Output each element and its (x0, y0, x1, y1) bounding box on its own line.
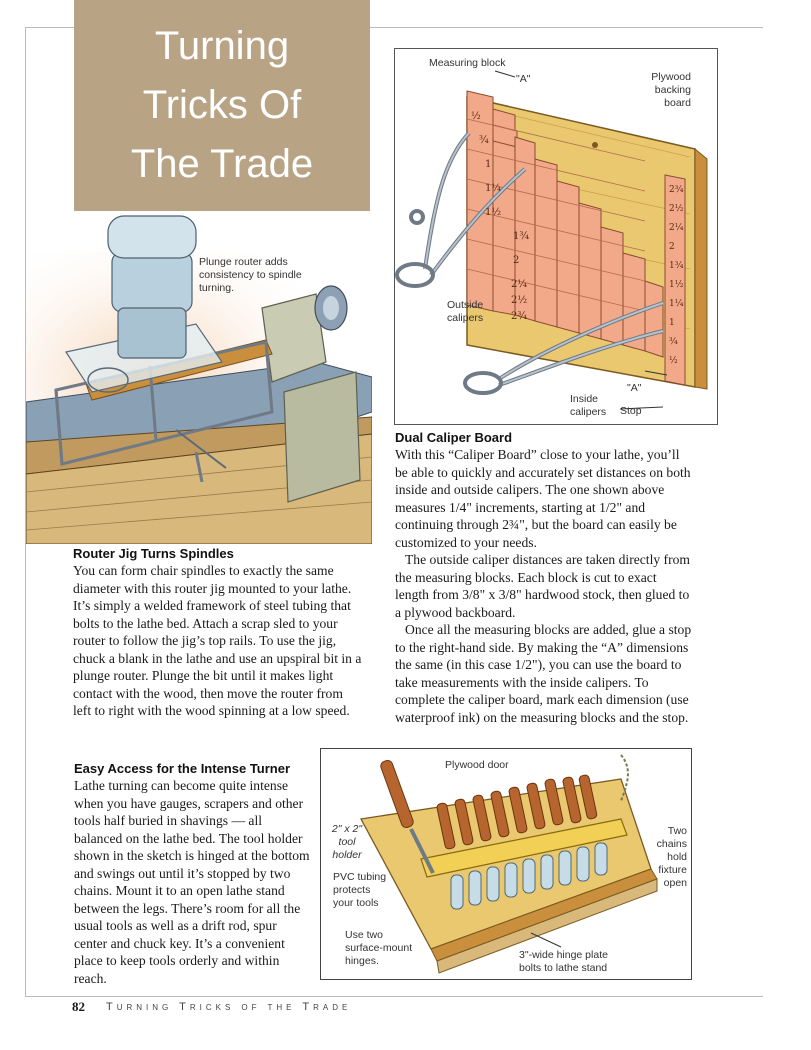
page-frame-bottom (25, 996, 763, 997)
label-tool-holder: 2" x 2" tool holder (331, 823, 363, 861)
tool-holder-illustration: Plywood door 2" x 2" tool holder Two cha… (320, 748, 692, 980)
dual-caliper-article: Dual Caliper Board With this “Caliper Bo… (395, 430, 693, 726)
label-outside-calipers: Outside calipers (447, 299, 484, 324)
label-inside-calipers: Inside calipers (570, 393, 607, 418)
block-marks: ½ ¾ 1 1¼ 1½ 1¾ 2 (471, 111, 530, 266)
label-plunge-router: Plunge router adds consistency to spindl… (199, 256, 302, 294)
tool-holder-drawing (359, 754, 658, 974)
easy-access-body: Lathe turning can become quite intense w… (74, 777, 312, 987)
router-jig-article: Router Jig Turns Spindles You can form c… (73, 546, 363, 720)
caliper-board-illustration: Measuring block "A" Plywood backing boar… (394, 48, 718, 425)
router-jig-paragraph: You can form chair spindles to exactly t… (73, 563, 362, 718)
label-pvc: PVC tubing protects your tools (333, 871, 387, 909)
page-number: 82 (72, 999, 85, 1014)
router-jig-drawing (26, 215, 372, 544)
router-jig-body: You can form chair spindles to exactly t… (73, 562, 363, 720)
title-box: Turning Tricks Of The Trade (74, 0, 370, 211)
label-measuring-block: Measuring block (429, 57, 506, 69)
label-a-top: "A" (516, 73, 531, 85)
label-chains: Two chains hold fixture open (656, 825, 687, 889)
stop-marks: 2¾ 2½ 2¼ 2 1¾ 1½ 1¼ 1 ¾ ½ (669, 185, 684, 366)
label-hinge-plate: 3"-wide hinge plate bolts to lathe stand (519, 949, 608, 974)
label-plywood-backing: Plywood backing board (651, 71, 691, 109)
page-frame-left (25, 27, 26, 997)
caliper-board-drawing (395, 70, 708, 410)
title-line-2: Tricks Of (142, 83, 302, 127)
page-frame-top (25, 27, 763, 28)
router-jig-heading: Router Jig Turns Spindles (73, 546, 234, 561)
label-stop: Stop (620, 405, 642, 417)
label-hinges: Use two surface-mount hinges. (345, 929, 413, 967)
dual-caliper-paragraph: With this “Caliper Board” close to your … (395, 447, 691, 550)
easy-access-paragraph: Lathe turning can become quite intense w… (74, 778, 310, 986)
label-plywood-door: Plywood door (445, 759, 509, 771)
router-jig-illustration (26, 212, 372, 544)
easy-access-article: Easy Access for the Intense Turner Lathe… (74, 761, 312, 987)
dual-caliper-paragraph: Once all the measuring blocks are added,… (395, 622, 692, 725)
title-line-3: The Trade (130, 142, 314, 186)
running-title: Turning Tricks of the Trade (106, 1001, 352, 1013)
easy-access-heading: Easy Access for the Intense Turner (74, 761, 291, 776)
title-line-1: Turning (154, 24, 290, 68)
block-marks-lower: 2¼ 2½ 2¾ (511, 279, 528, 322)
dual-caliper-heading: Dual Caliper Board (395, 430, 513, 445)
label-a-bottom: "A" (627, 382, 642, 394)
dual-caliper-paragraph: The outside caliper distances are taken … (395, 552, 690, 620)
dual-caliper-body: With this “Caliper Board” close to your … (395, 446, 693, 726)
